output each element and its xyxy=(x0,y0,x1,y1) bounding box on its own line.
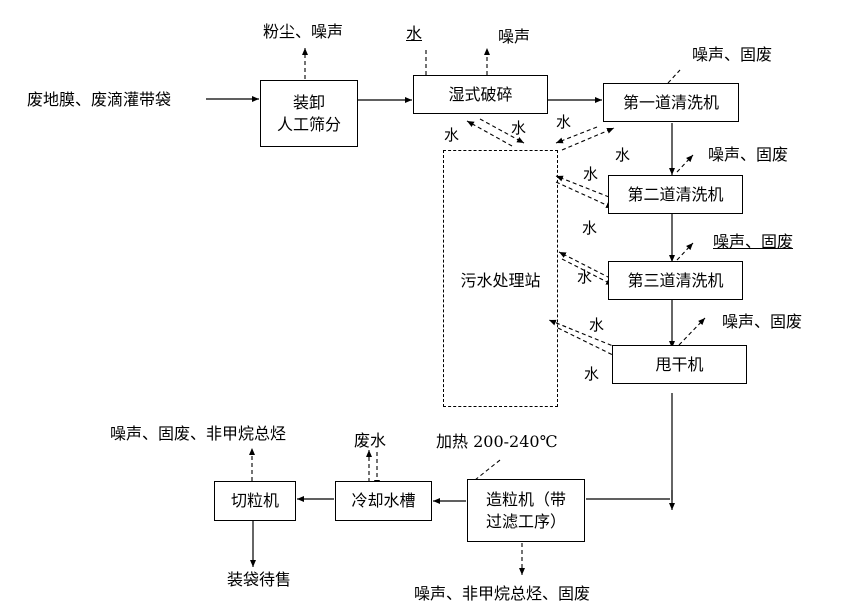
water-station-to-wash1 xyxy=(561,127,615,151)
cooling-tank-node: 冷却水槽 xyxy=(335,481,432,521)
unload-line1: 装卸 xyxy=(292,92,325,112)
wash1-node: 第一道清洗机 xyxy=(603,83,739,122)
water-label: 水 xyxy=(583,165,599,183)
water-wash1-to-station xyxy=(555,126,598,144)
water-label: 水 xyxy=(444,126,460,144)
water-label: 水 xyxy=(589,316,605,334)
emission-spin xyxy=(678,317,706,346)
output-label: 装袋待售 xyxy=(227,570,292,589)
unload-screening-node: 装卸 人工筛分 xyxy=(260,80,358,147)
water-label: 水 xyxy=(556,113,572,131)
pelletizer-node: 造粒机（带 过滤工序） xyxy=(467,479,585,542)
water-wash2-to-station xyxy=(555,175,610,198)
emission-wash2 xyxy=(676,154,694,173)
input-material-label: 废地膜、废滴灌带袋 xyxy=(27,90,172,109)
pelletizer-line2: 过滤工序） xyxy=(485,511,566,531)
pelletizer-line1: 造粒机（带 xyxy=(485,489,566,509)
spin-dryer-node: 甩干机 xyxy=(612,345,747,384)
water-label: 水 xyxy=(615,146,631,164)
crush-emission-label: 噪声 xyxy=(498,27,531,46)
water-station-to-spin xyxy=(557,327,624,361)
water-wash3-to-station xyxy=(558,251,611,279)
emission-wash1 xyxy=(667,69,681,84)
wash3-emission-label: 噪声、固废 xyxy=(713,232,794,251)
wash1-emission-label: 噪声、固废 xyxy=(692,45,773,64)
pelletizer-emission-label: 噪声、非甲烷总烃、固废 xyxy=(414,584,591,603)
water-label: 水 xyxy=(582,219,598,237)
water-label: 水 xyxy=(584,365,600,383)
emission-wash3 xyxy=(676,242,694,261)
water-station-to-wash3 xyxy=(561,258,614,286)
spin-emission-label: 噪声、固废 xyxy=(722,312,803,331)
water-station-to-wash2 xyxy=(555,181,614,209)
wash2-node: 第二道清洗机 xyxy=(608,175,743,214)
water-label: 水 xyxy=(511,119,527,137)
cooling-emission-label: 废水 xyxy=(354,431,387,450)
wash2-emission-label: 噪声、固废 xyxy=(708,145,789,164)
unload-emission-label: 粉尘、噪声 xyxy=(263,22,344,41)
wet-crush-node: 湿式破碎 xyxy=(413,75,548,114)
wastewater-station-node: 污水处理站 xyxy=(443,150,558,407)
water-crush-to-station xyxy=(479,118,525,144)
water-station-to-crush xyxy=(466,120,513,147)
heat-pelletizer xyxy=(474,459,501,481)
cutter-emission-label: 噪声、固废、非甲烷总烃 xyxy=(110,424,287,443)
crush-water-in-label: 水 xyxy=(406,24,423,43)
unload-line2: 人工筛分 xyxy=(276,114,341,134)
cutter-node: 切粒机 xyxy=(214,481,296,521)
wash3-node: 第三道清洗机 xyxy=(608,261,743,300)
water-label: 水 xyxy=(577,268,593,286)
water-spin-to-station xyxy=(548,319,619,349)
pelletizer-heat-label: 加热 200-240℃ xyxy=(436,432,558,451)
